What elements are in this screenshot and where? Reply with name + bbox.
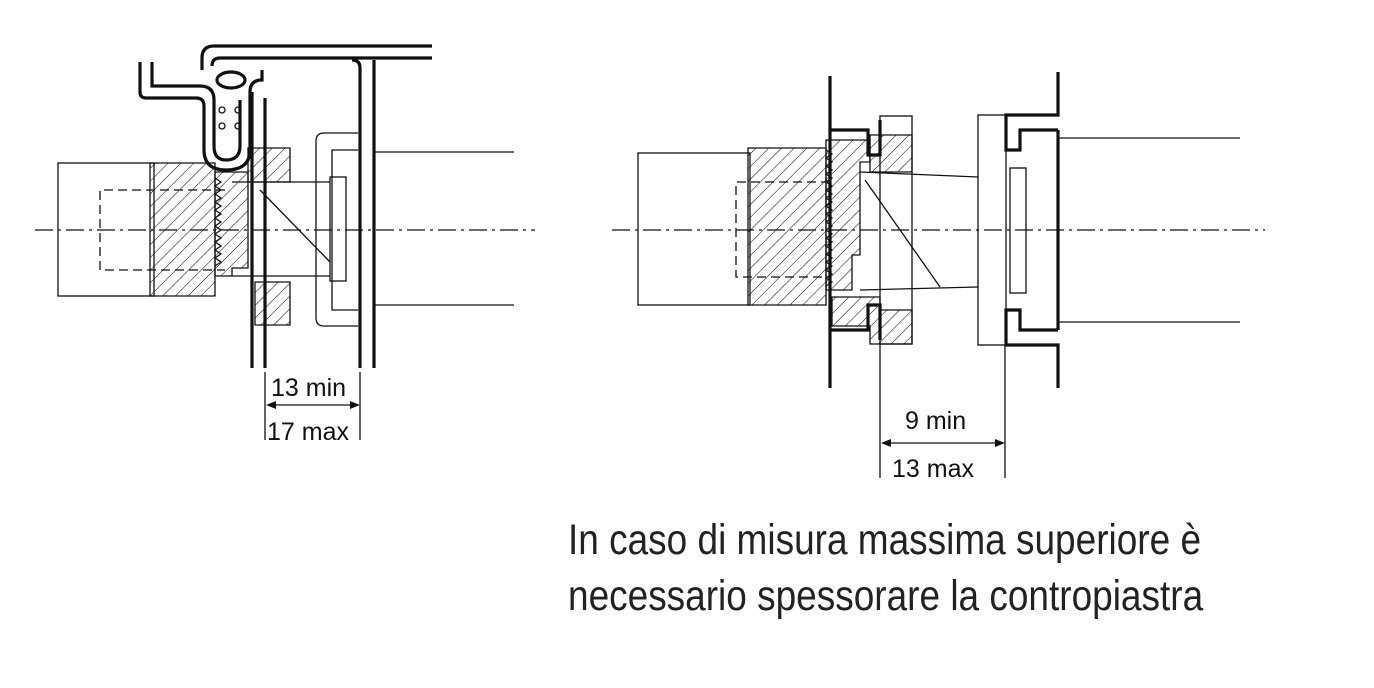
left-seal-dot-3 <box>218 122 226 130</box>
left-seal-dot-2 <box>234 106 242 114</box>
left-dim-arrow-2 <box>350 401 360 409</box>
right-frame-bottom-step <box>1004 308 1060 388</box>
left-thread <box>213 177 223 267</box>
left-hatched-washer-top <box>247 147 291 183</box>
right-detail: 9 min 13 max <box>612 72 1265 483</box>
left-top-frame-outer <box>200 44 432 70</box>
right-panel-thickness <box>879 115 913 345</box>
right-frame-top-step <box>1004 72 1060 152</box>
note-line-1: In caso di misura massima superiore è <box>568 516 1202 564</box>
note-line-2: necessario spessorare la contropiastra <box>568 572 1204 620</box>
left-seal-dot-1 <box>218 106 226 114</box>
right-cam-line <box>864 179 941 288</box>
right-dim-min-label: 9 min <box>905 407 966 435</box>
left-cam-line <box>259 189 331 263</box>
right-shaft-bottom <box>859 286 979 291</box>
left-frame-corner <box>351 58 362 69</box>
right-hatched-nut <box>747 147 827 306</box>
left-seal-inner <box>150 62 242 162</box>
right-dim-arrow-2 <box>995 439 1005 447</box>
left-strike-slot <box>329 176 347 282</box>
left-dim-max-label: 17 max <box>267 418 349 446</box>
right-dim-arrow-1 <box>881 439 891 447</box>
left-seal-bulb <box>215 70 247 90</box>
left-hatched-washer-bottom <box>254 281 291 326</box>
right-dim-max-label: 13 max <box>892 455 974 483</box>
left-dim-arrow-1 <box>266 401 276 409</box>
note-text: In caso di misura massima superiore è ne… <box>568 512 1239 624</box>
left-dim-min-label: 13 min <box>271 374 346 402</box>
right-shaft-top <box>859 171 979 178</box>
right-threaded-ferrule <box>825 139 871 291</box>
left-threaded-ferrule <box>214 171 249 277</box>
left-seal-dot-4 <box>234 122 242 130</box>
left-detail: 13 min 17 max <box>35 44 535 446</box>
left-top-frame-inner <box>210 56 432 67</box>
left-seal-outer <box>138 62 264 172</box>
right-cylinder-body <box>637 152 751 306</box>
right-thread <box>824 149 834 287</box>
